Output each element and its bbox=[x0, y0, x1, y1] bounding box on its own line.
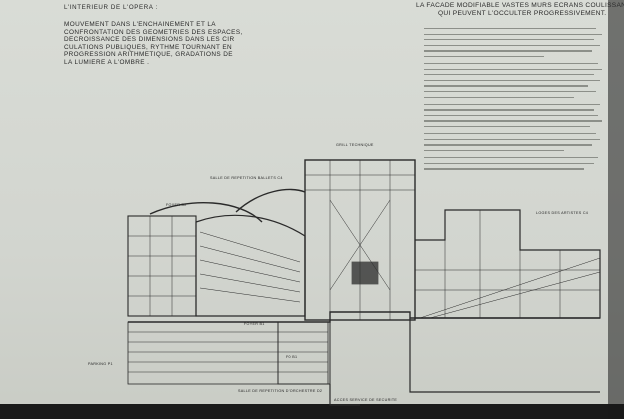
left-lobby bbox=[127, 215, 197, 317]
left-line-3: DECROISSANCE DES DIMENSIONS DANS LES CIR bbox=[64, 36, 235, 44]
label-loges: LOGES DES ARTISTES C4 bbox=[536, 211, 589, 215]
left-line-6: LA LUMIERE A L'OMBRE . bbox=[64, 58, 150, 66]
auditorium-tiers bbox=[199, 231, 301, 303]
photo-right-edge bbox=[608, 0, 624, 419]
roof-curve-mid bbox=[235, 188, 306, 213]
parking-hatching bbox=[128, 331, 328, 373]
right-wing bbox=[415, 209, 601, 319]
label-salle-ballets: SALLE DE REPETITION BALLETS C4 bbox=[210, 176, 283, 180]
security-access bbox=[329, 384, 360, 406]
orchestra-room bbox=[277, 321, 331, 385]
roof-curve-left bbox=[149, 201, 263, 223]
label-acces: ACCES SERVICE DE SECURITE bbox=[334, 398, 398, 402]
label-foyer: FOYER B2 bbox=[166, 203, 187, 207]
left-heading: L'INTERIEUR DE L'OPERA : bbox=[64, 4, 158, 11]
left-line-5: PROGRESSION ARITHMETIQUE, GRADATIONS DE bbox=[64, 51, 233, 59]
label-grill: GRILL TECHNIQUE bbox=[336, 143, 374, 147]
right-basement bbox=[409, 318, 600, 393]
right-heading-line-1: LA FACADE MODIFIABLE VASTES MURS ECRANS … bbox=[416, 2, 624, 9]
label-orchestre: SALLE DE REPETITION D'ORCHESTRE D2 bbox=[238, 389, 323, 393]
right-wing-lines bbox=[415, 210, 601, 319]
photo-bottom-edge bbox=[0, 404, 624, 419]
stage-opening-dark bbox=[351, 261, 379, 285]
left-line-1: MOUVEMENT DANS L'ENCHAINEMENT ET LA bbox=[64, 21, 216, 28]
left-description: MOUVEMENT DANS L'ENCHAINEMENT ET LA CONF… bbox=[64, 21, 274, 67]
left-lobby-floors bbox=[128, 216, 196, 316]
left-line-4: CULATIONS PUBLIQUES, RYTHME TOURNANT EN bbox=[64, 43, 233, 51]
label-parking: PARKING P1 bbox=[88, 362, 113, 366]
right-heading: LA FACADE MODIFIABLE VASTES MURS ECRANS … bbox=[416, 2, 624, 18]
stage-tower-grid bbox=[305, 160, 415, 320]
parking-level bbox=[127, 321, 329, 385]
label-fosse: F0 B1 bbox=[286, 355, 298, 359]
left-line-2: CONFRONTATION DES GEOMETRIES DES ESPACES… bbox=[64, 28, 243, 36]
auditorium bbox=[195, 214, 306, 317]
label-foyer-b1: FOYER B1 bbox=[244, 322, 265, 326]
right-heading-line-2: QUI PEUVENT L'OCCULTER PROGRESSIVEMENT. bbox=[438, 10, 607, 17]
right-paragraph-illegible bbox=[424, 28, 604, 174]
